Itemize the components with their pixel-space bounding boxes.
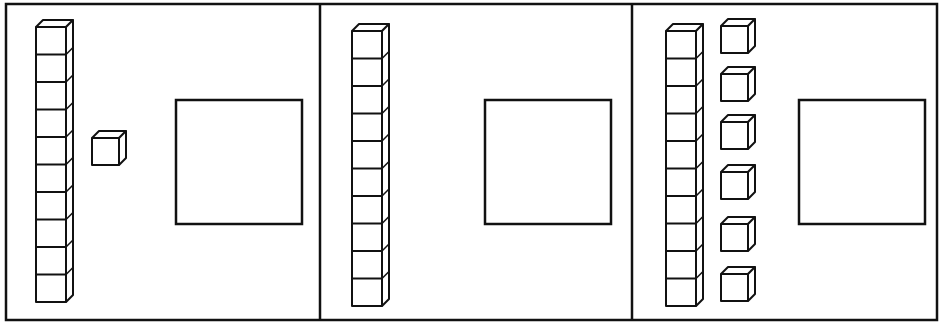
ones-cube-panel-3	[721, 67, 755, 101]
ones-cube-panel-3	[721, 165, 755, 199]
cube-front-face	[721, 26, 748, 53]
tens-rod-panel-1	[36, 20, 73, 302]
cube-front-face	[721, 274, 748, 301]
cube-side-face	[119, 131, 126, 165]
tens-rod-panel-3	[666, 24, 703, 306]
ones-cube-panel-3	[721, 19, 755, 53]
cube-front-face	[721, 122, 748, 149]
answer-box-panel-3	[799, 100, 925, 224]
cube-front-face	[721, 172, 748, 199]
cube-side-face	[748, 67, 755, 101]
outer-frame	[6, 4, 937, 320]
tens-rod-panel-2	[352, 24, 389, 306]
cube-side-face	[748, 267, 755, 301]
ones-cube-panel-3	[721, 115, 755, 149]
ones-cube-panel-1	[92, 131, 126, 165]
cube-side-face	[748, 19, 755, 53]
answer-box-panel-1	[176, 100, 302, 224]
cube-front-face	[92, 138, 119, 165]
cube-front-face	[721, 74, 748, 101]
cube-side-face	[748, 165, 755, 199]
ones-cube-panel-3	[721, 267, 755, 301]
cube-side-face	[748, 115, 755, 149]
cube-front-face	[721, 224, 748, 251]
ones-cube-panel-3	[721, 217, 755, 251]
answer-box-panel-2	[485, 100, 611, 224]
cube-side-face	[748, 217, 755, 251]
